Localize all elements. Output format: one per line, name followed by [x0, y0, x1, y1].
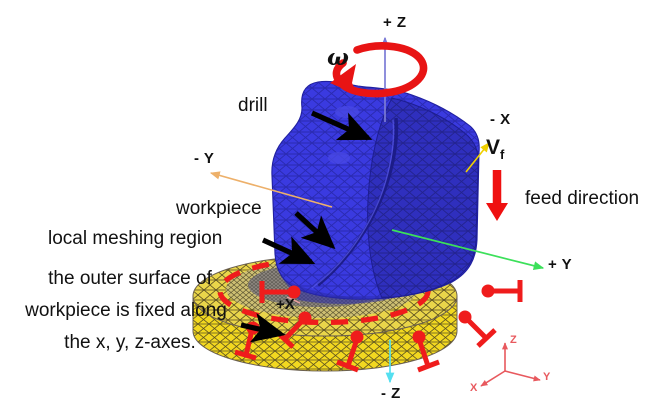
triad-label-x: X	[470, 382, 478, 394]
label-workpiece: workpiece	[176, 198, 262, 219]
label-fixed-note-line3: the x, y, z-axes.	[64, 332, 196, 353]
label-axis-plus-z: + Z	[383, 14, 407, 31]
label-axis-plus-y: + Y	[548, 256, 573, 273]
constraint-symbols	[234, 280, 523, 373]
label-fixed-note-line1: the outer surface of	[48, 268, 212, 289]
label-vf-main: V	[486, 136, 501, 159]
label-local-meshing-region: local meshing region	[48, 228, 223, 249]
local-meshing-leader-arrow	[261, 236, 316, 265]
label-omega: ω	[327, 44, 349, 71]
label-vf-subscript: f	[500, 147, 505, 163]
rotation-omega-arrow	[330, 42, 428, 98]
coordinate-triad	[480, 342, 541, 387]
drill-body	[271, 80, 480, 304]
label-axis-plus-x: +X	[276, 296, 295, 313]
feed-direction-arrow	[486, 170, 508, 221]
label-vf: Vf	[486, 136, 504, 162]
constraint-symbol	[336, 330, 364, 373]
workpiece-leader-arrow	[294, 211, 336, 250]
label-feed-direction: feed direction	[525, 188, 640, 209]
triad-label-y: Y	[543, 371, 551, 383]
drill-leader-arrow	[310, 110, 373, 141]
axis-plus-x-arrow	[286, 296, 301, 304]
label-drill: drill	[238, 95, 268, 116]
fixed-note-leader-arrow	[240, 313, 286, 343]
constraint-symbol	[412, 330, 440, 373]
label-axis-minus-x: - X	[490, 111, 511, 128]
constraint-symbol	[458, 310, 497, 348]
axis-minus-x-arrow	[465, 142, 490, 173]
label-axis-minus-z: - Z	[381, 385, 401, 402]
constraint-symbol	[481, 280, 523, 302]
axis-minus-y-arrow	[209, 171, 333, 208]
constraint-symbol	[259, 281, 301, 303]
label-axis-minus-y: - Y	[194, 150, 215, 167]
label-fixed-note-line2: workpiece is fixed along	[25, 300, 227, 321]
axis-plus-y-arrow	[391, 229, 545, 271]
triad-label-z: Z	[510, 334, 517, 346]
